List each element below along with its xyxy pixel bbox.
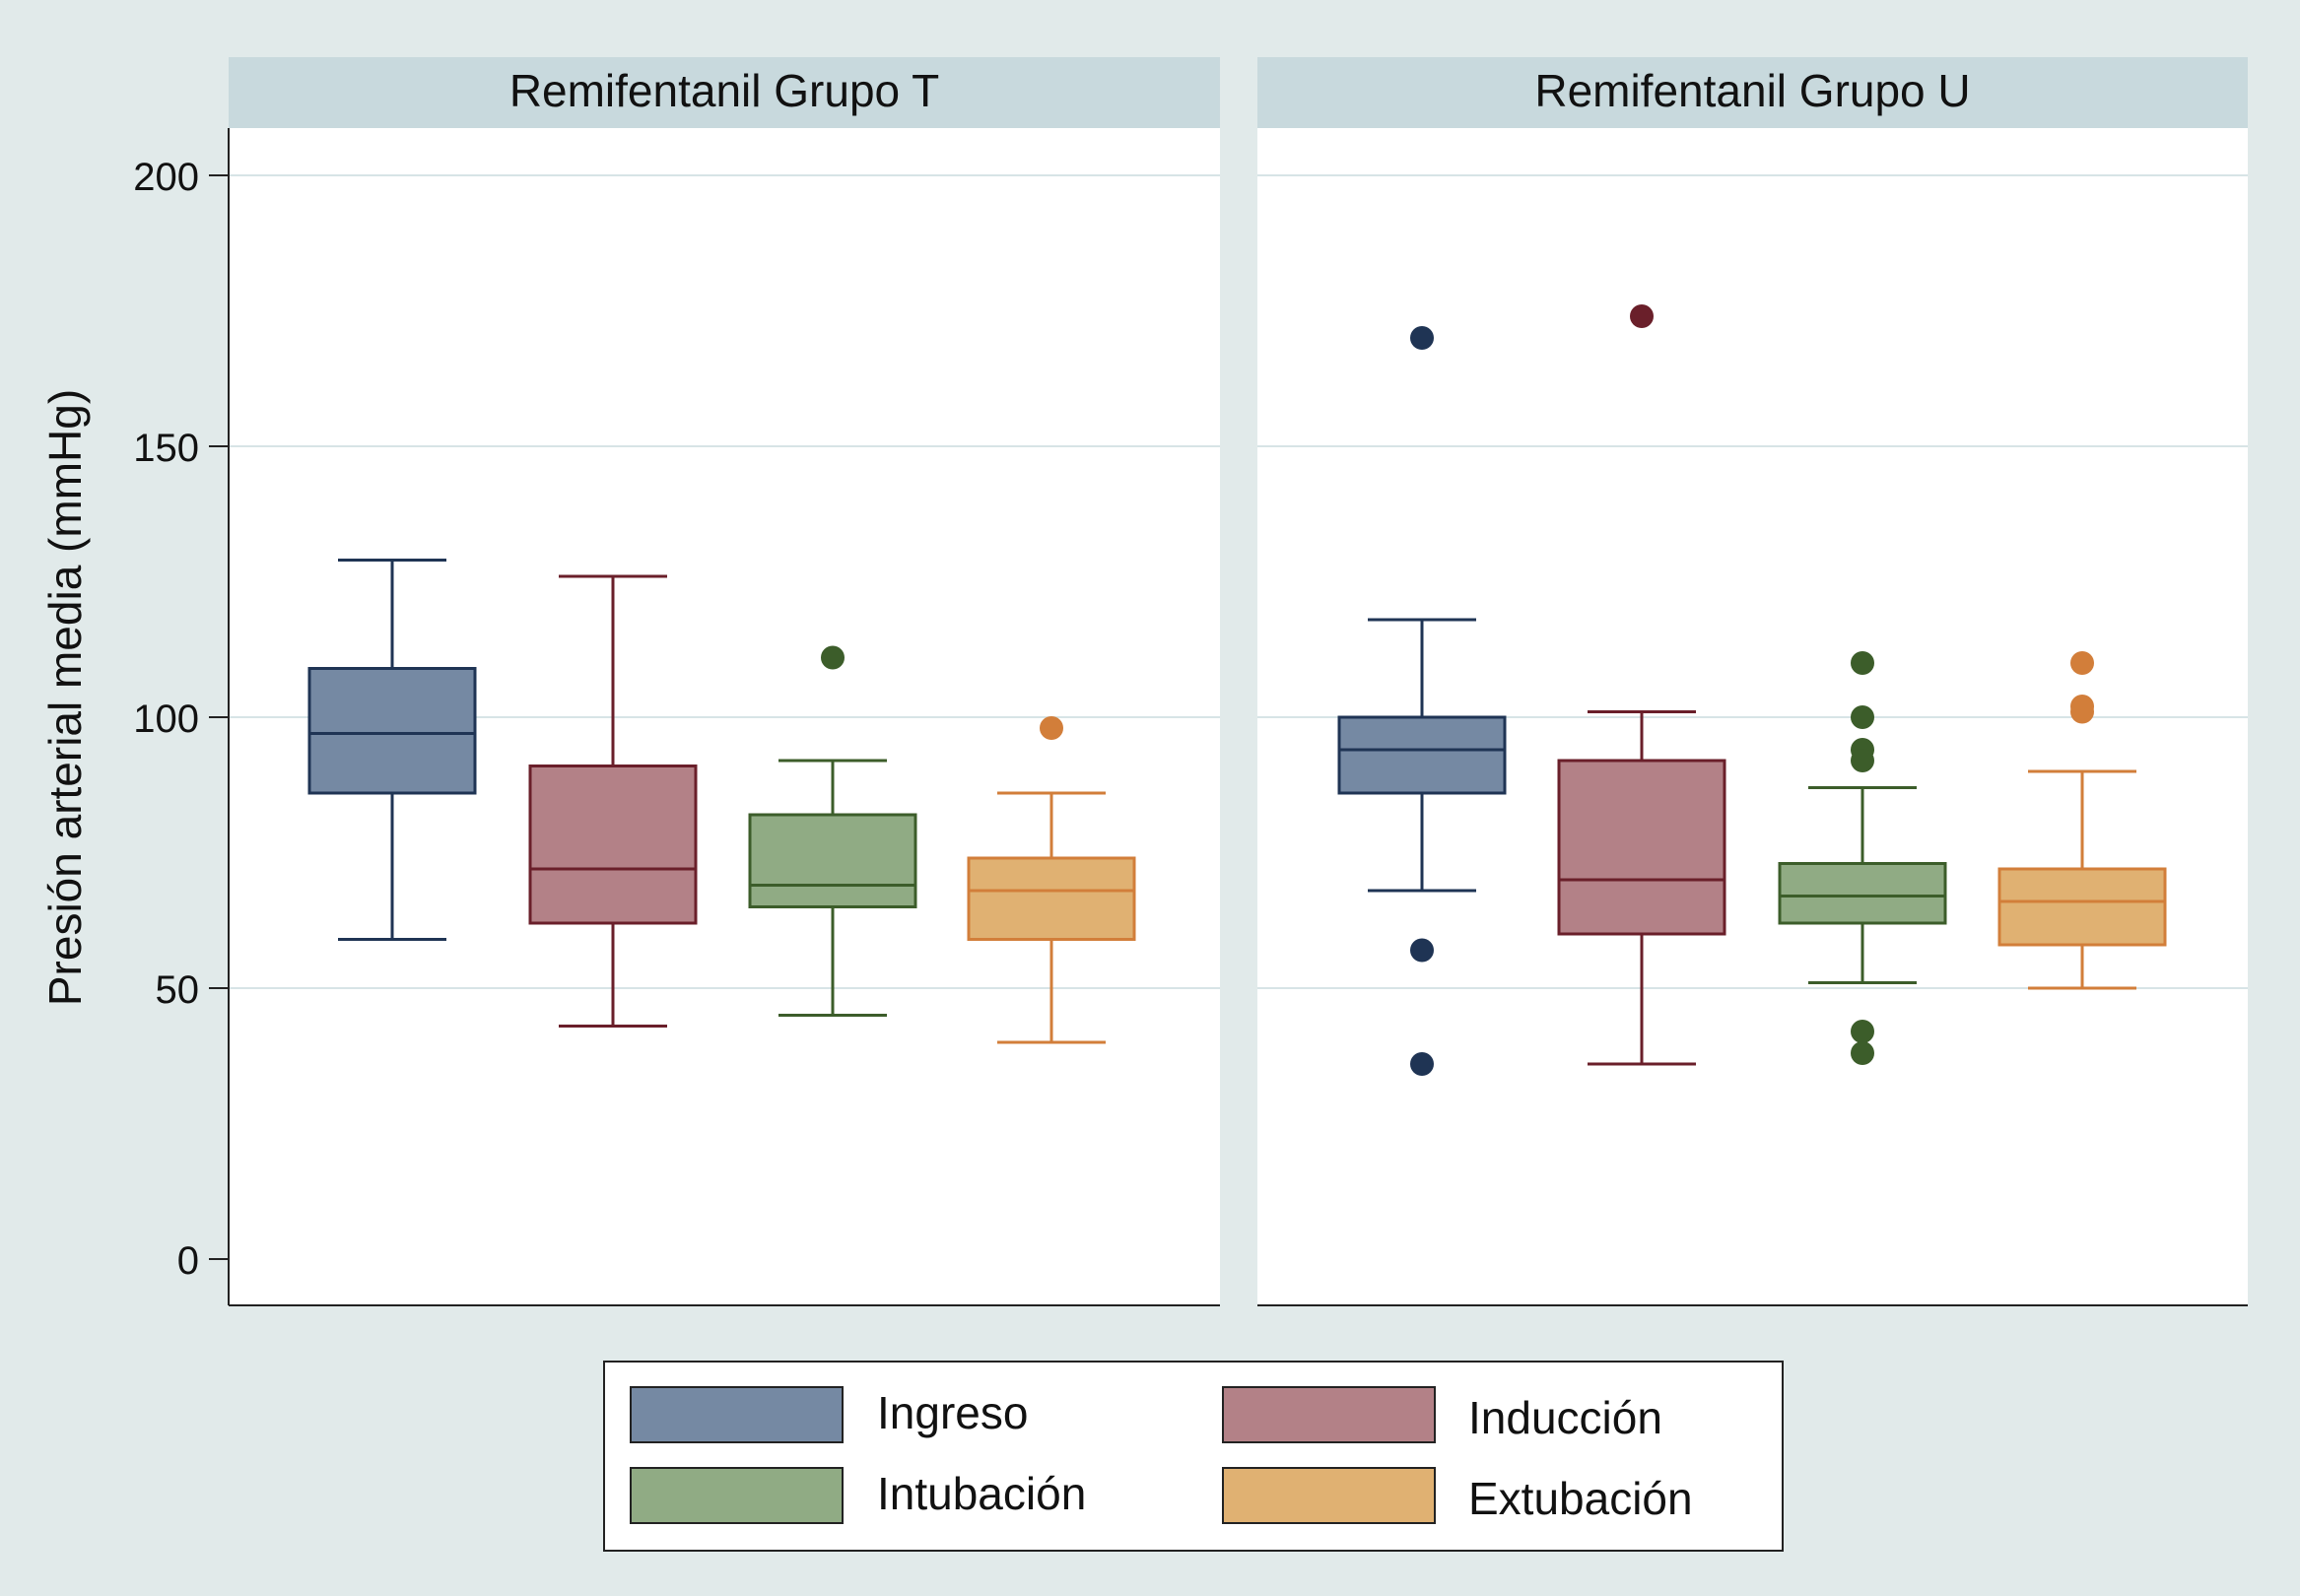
legend-swatch [1222, 1467, 1436, 1524]
box-inducción [528, 574, 698, 1028]
legend-swatch [630, 1386, 844, 1443]
y-tick-label: 50 [156, 968, 200, 1012]
iqr-box [307, 667, 477, 795]
outlier-point [821, 645, 845, 670]
outlier-point [1851, 1041, 1874, 1065]
y-tick-label: 100 [133, 698, 199, 741]
y-tick-label: 150 [133, 427, 199, 470]
panel-title: Remifentanil Grupo T [509, 65, 939, 116]
panels-layer: Remifentanil Grupo T Remifentanil Grupo U… [133, 57, 2248, 1306]
legend-item-ingreso: Ingreso [630, 1386, 1028, 1443]
box-ingreso [1337, 326, 1507, 1076]
y-axis-label: Presión arterial media (mmHg) [39, 389, 91, 1006]
legend-label: Intubación [877, 1468, 1086, 1519]
panel-header [229, 57, 1220, 128]
outlier-point [1410, 326, 1434, 350]
box-extubación [967, 716, 1136, 1044]
iqr-box [1337, 715, 1507, 795]
panel-1: Remifentanil Grupo T [229, 57, 1220, 1306]
outlier-point [1851, 705, 1874, 729]
iqr-box [967, 856, 1136, 941]
box-intubación [748, 645, 917, 1017]
outlier-point [1040, 716, 1063, 740]
iqr-box [748, 813, 917, 908]
iqr-box [1778, 862, 1947, 925]
outlier-point [1851, 749, 1874, 772]
legend-swatch [630, 1467, 844, 1524]
box-inducción [1557, 304, 1726, 1066]
outlier-point [1630, 304, 1654, 328]
box-ingreso [307, 559, 477, 941]
box-intubación [1778, 651, 1947, 1065]
panel-header [1257, 57, 2248, 128]
legend-label: Ingreso [877, 1387, 1028, 1438]
legend-label: Inducción [1468, 1392, 1662, 1443]
legend-item-intubación: Intubación [630, 1467, 1086, 1524]
outlier-point [2070, 651, 2094, 675]
outlier-point [1851, 1020, 1874, 1043]
outlier-point [1410, 1052, 1434, 1076]
y-tick-label: 200 [133, 156, 199, 199]
legend-swatch [1222, 1386, 1436, 1443]
iqr-box [528, 765, 698, 925]
y-tick-label: 0 [177, 1239, 199, 1283]
iqr-box [1997, 867, 2167, 947]
legend-label: Extubación [1468, 1473, 1693, 1524]
outlier-point [1410, 938, 1434, 963]
legend-item-inducción: Inducción [1222, 1386, 1662, 1443]
panel-title: Remifentanil Grupo U [1534, 65, 1970, 116]
outlier-point [1851, 651, 1874, 675]
panel-2: Remifentanil Grupo U [1257, 57, 2248, 1306]
box-extubación [1997, 651, 2167, 990]
iqr-box [1557, 759, 1726, 936]
legend-item-extubación: Extubación [1222, 1467, 1693, 1524]
outlier-point [2070, 699, 2094, 724]
